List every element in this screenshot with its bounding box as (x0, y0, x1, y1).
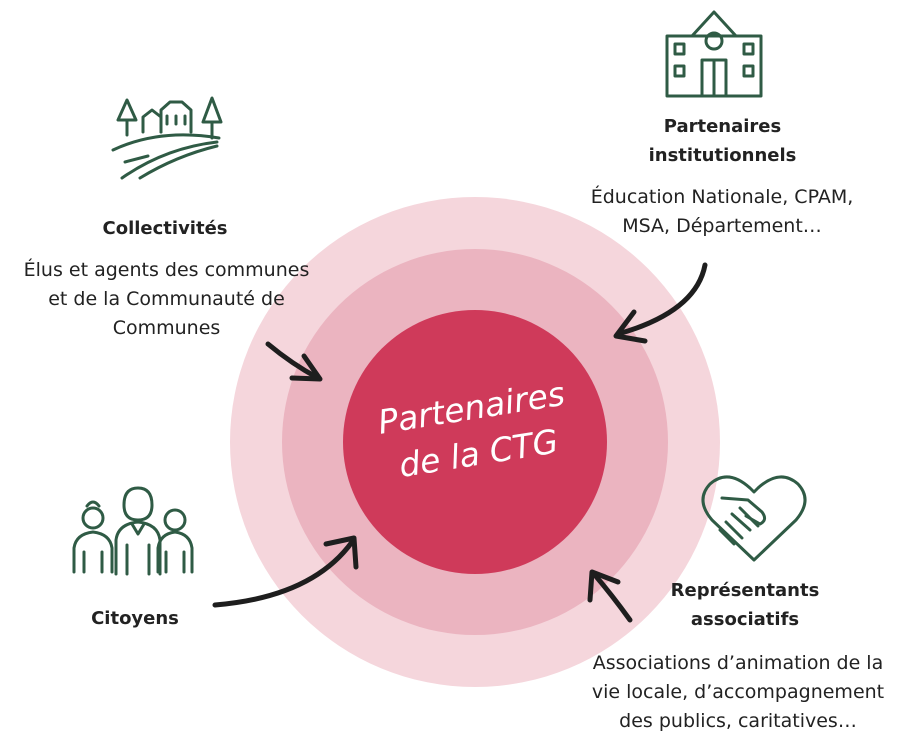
handshake-heart-icon (701, 475, 807, 562)
institutionnels-title-line: Partenaires (663, 116, 782, 137)
associatifs-title-line: associatifs (690, 609, 800, 630)
village-icon (111, 96, 223, 180)
arrow-citoyens (212, 535, 359, 608)
citoyens-title: Citoyens (91, 608, 179, 629)
institutionnels-desc-line: Éducation Nationale, CPAM, (590, 186, 854, 208)
associatifs-title: Représentants associatifs (630, 576, 860, 634)
collectivites-description: Élus et agents des communes et de la Com… (0, 256, 333, 343)
arrow-associatifs (587, 569, 633, 623)
institutionnels-title: Partenaires institutionnels (610, 112, 835, 170)
people-icon (72, 486, 194, 576)
associatifs-desc-line: des publics, caritatives… (619, 710, 857, 732)
collectivites-title: Collectivités (102, 218, 228, 239)
institutionnels-description: Éducation Nationale, CPAM, MSA, Départem… (572, 183, 872, 241)
arrow-institutionnels (613, 262, 708, 344)
building-icon (665, 10, 763, 98)
collectivites-desc-line: Communes (112, 317, 221, 339)
collectivites-desc-line: et de la Communauté de (48, 288, 285, 310)
associatifs-desc-line: Associations d’animation de la (592, 652, 884, 674)
arrow-collectivites (265, 341, 323, 382)
institutionnels-title-line: institutionnels (648, 145, 797, 166)
associatifs-description: Associations d’animation de la vie local… (568, 649, 908, 736)
associatifs-title-line: Représentants (670, 580, 820, 601)
collectivites-desc-line: Élus et agents des communes (23, 259, 310, 281)
institutionnels-desc-line: MSA, Département… (622, 215, 822, 237)
associatifs-desc-line: vie locale, d’accompagnement (591, 681, 885, 703)
core-circle (343, 310, 607, 574)
